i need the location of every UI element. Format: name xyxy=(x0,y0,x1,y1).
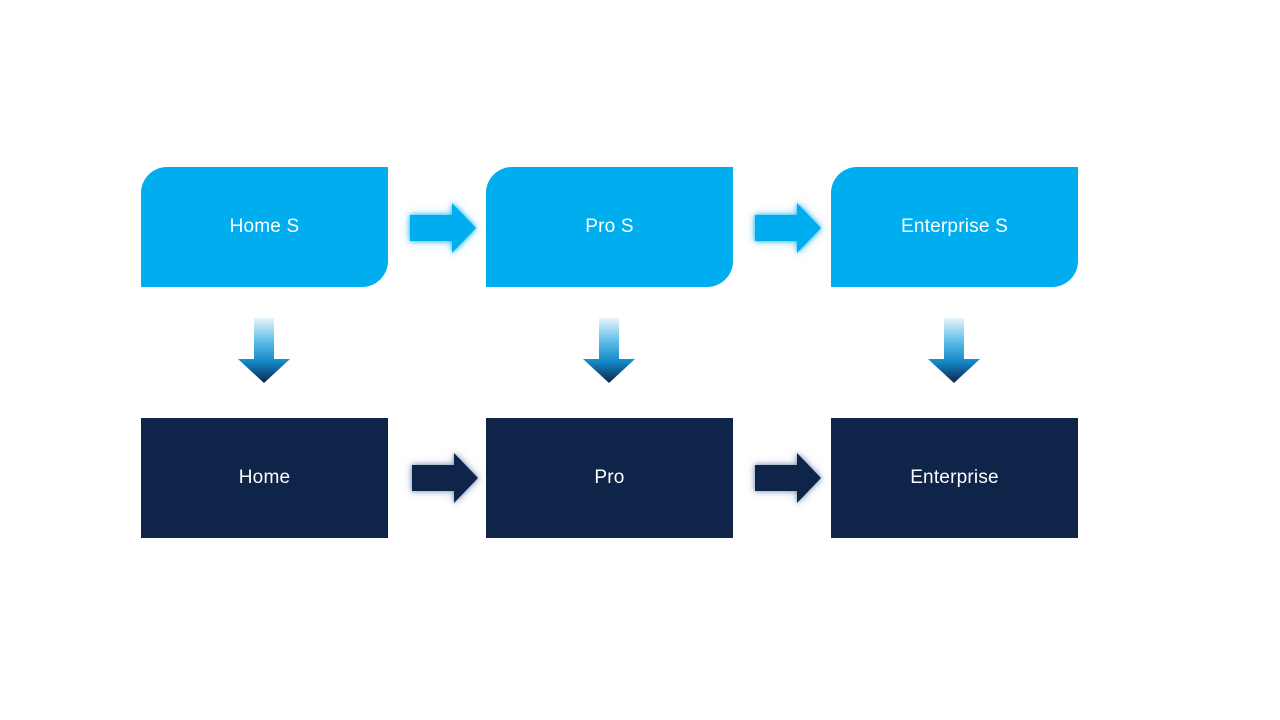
node-enterprise-s-label: Enterprise S xyxy=(901,216,1008,237)
node-pro-label: Pro xyxy=(594,467,625,488)
right-arrow-icon xyxy=(755,453,821,503)
node-enterprise-label: Enterprise xyxy=(910,467,999,488)
node-pro-s: Pro S xyxy=(486,167,733,287)
right-arrow-icon xyxy=(412,453,478,503)
down-arrow-icon xyxy=(928,318,980,383)
node-home-label: Home xyxy=(238,467,291,488)
down-arrow-icon xyxy=(583,318,635,383)
right-arrow-icon xyxy=(410,203,476,253)
down-arrow-icon xyxy=(238,318,290,383)
node-home-s: Home S xyxy=(141,167,388,287)
node-pro: Pro xyxy=(486,418,733,538)
node-pro-s-label: Pro S xyxy=(585,216,634,237)
node-enterprise-s: Enterprise S xyxy=(831,167,1078,287)
node-enterprise: Enterprise xyxy=(831,418,1078,538)
right-arrow-icon xyxy=(755,203,821,253)
node-home-s-label: Home S xyxy=(229,216,300,237)
node-home: Home xyxy=(141,418,388,538)
